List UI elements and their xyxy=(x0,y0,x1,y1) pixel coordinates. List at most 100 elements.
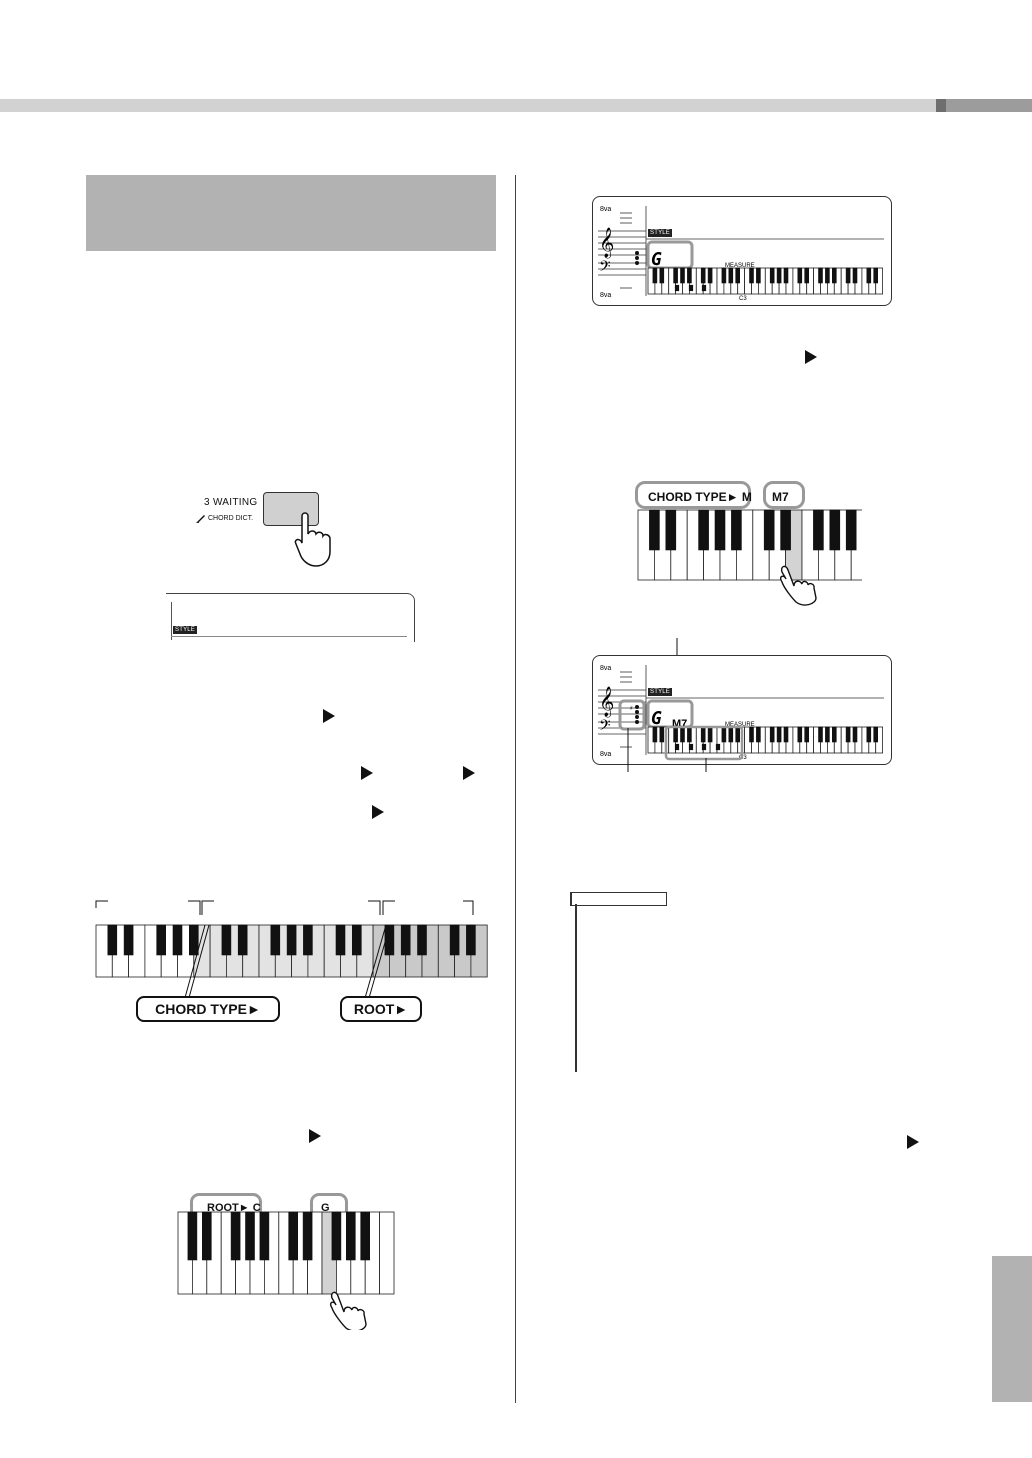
pencil-icon xyxy=(196,515,205,523)
black-key xyxy=(728,267,734,284)
black-key xyxy=(804,726,809,743)
black-key xyxy=(360,1211,370,1261)
ottava-top: 8va xyxy=(600,665,611,672)
black-key xyxy=(107,924,118,956)
black-key xyxy=(873,726,879,743)
black-key xyxy=(698,509,709,551)
ottava-top: 8va xyxy=(600,206,611,213)
note-rule xyxy=(575,904,577,1072)
measure-label: MEASURE xyxy=(725,263,755,269)
black-key xyxy=(749,267,754,284)
measure-label: MEASURE xyxy=(725,722,755,728)
black-key xyxy=(687,267,692,284)
black-key xyxy=(665,509,677,551)
black-key xyxy=(825,726,830,743)
top-rule-end xyxy=(946,99,1032,112)
black-key xyxy=(288,1211,298,1261)
lcd-chord-root: G xyxy=(651,249,662,270)
black-key xyxy=(832,726,837,743)
black-key xyxy=(237,924,248,956)
black-key xyxy=(780,509,791,551)
pressed-key-marker xyxy=(701,743,707,751)
chord-type-m-label: CHORD TYPE► M xyxy=(648,490,752,504)
black-key xyxy=(700,267,706,284)
m7-label: M7 xyxy=(772,490,789,504)
black-key xyxy=(659,267,665,284)
black-key xyxy=(259,1211,270,1261)
black-key xyxy=(245,1211,255,1261)
c3-label: C3 xyxy=(739,296,747,302)
section-heading-bar xyxy=(86,175,496,251)
black-key xyxy=(659,726,665,743)
pressed-key-marker xyxy=(701,284,707,292)
svg-text:♯: ♯ xyxy=(630,705,633,712)
black-key xyxy=(270,924,281,956)
black-key xyxy=(818,267,823,284)
black-key xyxy=(783,726,789,743)
black-key xyxy=(417,924,427,956)
chord-type-outline xyxy=(635,481,751,509)
note-label-box xyxy=(570,892,667,906)
black-key xyxy=(156,924,166,956)
arrow-icon xyxy=(309,1129,321,1143)
black-key xyxy=(449,924,460,956)
svg-text:𝄞: 𝄞 xyxy=(599,686,614,718)
style-tag: STYLE xyxy=(173,626,198,634)
black-key xyxy=(652,267,658,284)
black-key xyxy=(735,267,740,284)
arrow-icon xyxy=(463,766,475,780)
black-key xyxy=(832,267,837,284)
svg-text:𝄢: 𝄢 xyxy=(599,258,611,279)
black-key xyxy=(818,726,823,743)
root-zone-label: ROOT► xyxy=(340,996,422,1022)
black-key xyxy=(776,726,782,743)
black-key xyxy=(221,924,232,956)
black-key xyxy=(466,924,476,956)
black-key xyxy=(652,726,658,743)
black-key xyxy=(201,1211,212,1261)
black-key xyxy=(852,267,858,284)
svg-text:𝄢: 𝄢 xyxy=(599,717,611,738)
black-key xyxy=(829,509,841,551)
column-divider xyxy=(515,175,516,1403)
lcd-strip xyxy=(166,593,415,642)
arrow-icon xyxy=(323,709,335,723)
black-key xyxy=(673,267,678,284)
black-key xyxy=(335,924,346,956)
black-key xyxy=(172,924,183,956)
top-rule xyxy=(0,99,1032,112)
black-key xyxy=(866,267,872,284)
arrow-icon xyxy=(372,805,384,819)
keyboard-zones-diagram xyxy=(95,900,488,1006)
arrow-icon xyxy=(361,766,373,780)
pressed-key-marker xyxy=(674,743,680,751)
black-key xyxy=(756,267,761,284)
black-key xyxy=(189,924,199,956)
style-tag: STYLE xyxy=(648,229,673,237)
black-key xyxy=(714,509,726,551)
top-rule-mark xyxy=(936,99,946,112)
black-key xyxy=(721,267,727,284)
black-key xyxy=(331,1211,342,1261)
black-key xyxy=(286,924,297,956)
black-key xyxy=(756,726,761,743)
side-tab xyxy=(992,1256,1032,1402)
lcd-strip-rule xyxy=(171,636,407,637)
ottava-bottom: 8va xyxy=(600,751,611,758)
c3-label: C3 xyxy=(739,755,747,761)
black-key xyxy=(123,924,134,956)
black-key xyxy=(384,924,395,956)
black-key xyxy=(866,726,872,743)
style-tag: STYLE xyxy=(648,688,673,696)
black-key xyxy=(845,267,851,284)
lcd-staff-g: 8va 8va 𝄞 𝄢 G MEASURE C3 xyxy=(598,206,884,302)
black-key xyxy=(346,1211,356,1261)
chord-type-zone-label: CHORD TYPE► xyxy=(136,996,280,1022)
waiting-chord-dict-button[interactable] xyxy=(263,492,319,526)
black-key xyxy=(230,1211,241,1261)
black-key xyxy=(813,509,824,551)
black-key xyxy=(852,726,858,743)
root-select-keyboard xyxy=(177,1211,395,1330)
black-key xyxy=(721,726,727,743)
black-key xyxy=(776,267,782,284)
